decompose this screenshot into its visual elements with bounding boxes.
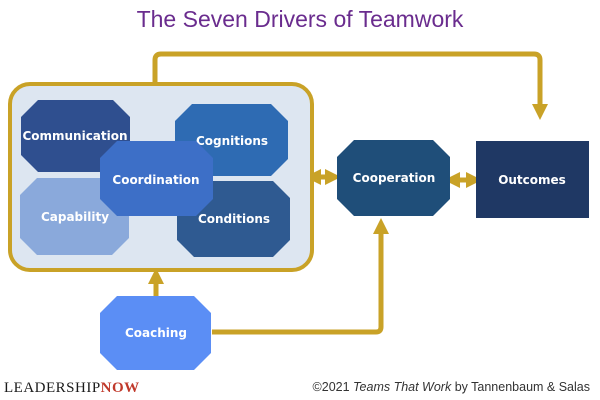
node-cognitions-label: Cognitions: [196, 134, 268, 148]
diagram-title: The Seven Drivers of Teamwork: [136, 6, 464, 32]
node-coordination-label: Coordination: [112, 173, 199, 187]
node-capability-label: Capability: [41, 210, 109, 224]
node-cooperation-label: Cooperation: [353, 171, 436, 185]
leadershipnow-logo: LEADERSHIPNOW: [4, 380, 140, 397]
logo-part-leadership: LEADERSHIP: [4, 380, 101, 396]
node-communication-label: Communication: [22, 129, 127, 143]
node-coordination: Coordination: [100, 141, 213, 216]
node-cooperation: Cooperation: [337, 140, 450, 216]
credit-suffix: by Tannenbaum & Salas: [451, 380, 590, 394]
credit-book-title: Teams That Work: [353, 380, 452, 394]
credit-prefix: ©2021: [312, 380, 354, 394]
node-outcomes: Outcomes: [476, 141, 589, 218]
group-to-outcomes-connector: [152, 51, 549, 121]
node-outcomes-label: Outcomes: [498, 173, 566, 187]
logo-part-now: NOW: [100, 380, 140, 396]
node-conditions-label: Conditions: [198, 212, 270, 226]
copyright-credit: ©2021 Teams That Work by Tannenbaum & Sa…: [313, 380, 590, 394]
node-coaching: Coaching: [100, 296, 211, 370]
coaching-to-cooperation-connector: [212, 217, 390, 335]
node-communication: Communication: [21, 100, 130, 172]
node-coaching-label: Coaching: [125, 326, 187, 340]
